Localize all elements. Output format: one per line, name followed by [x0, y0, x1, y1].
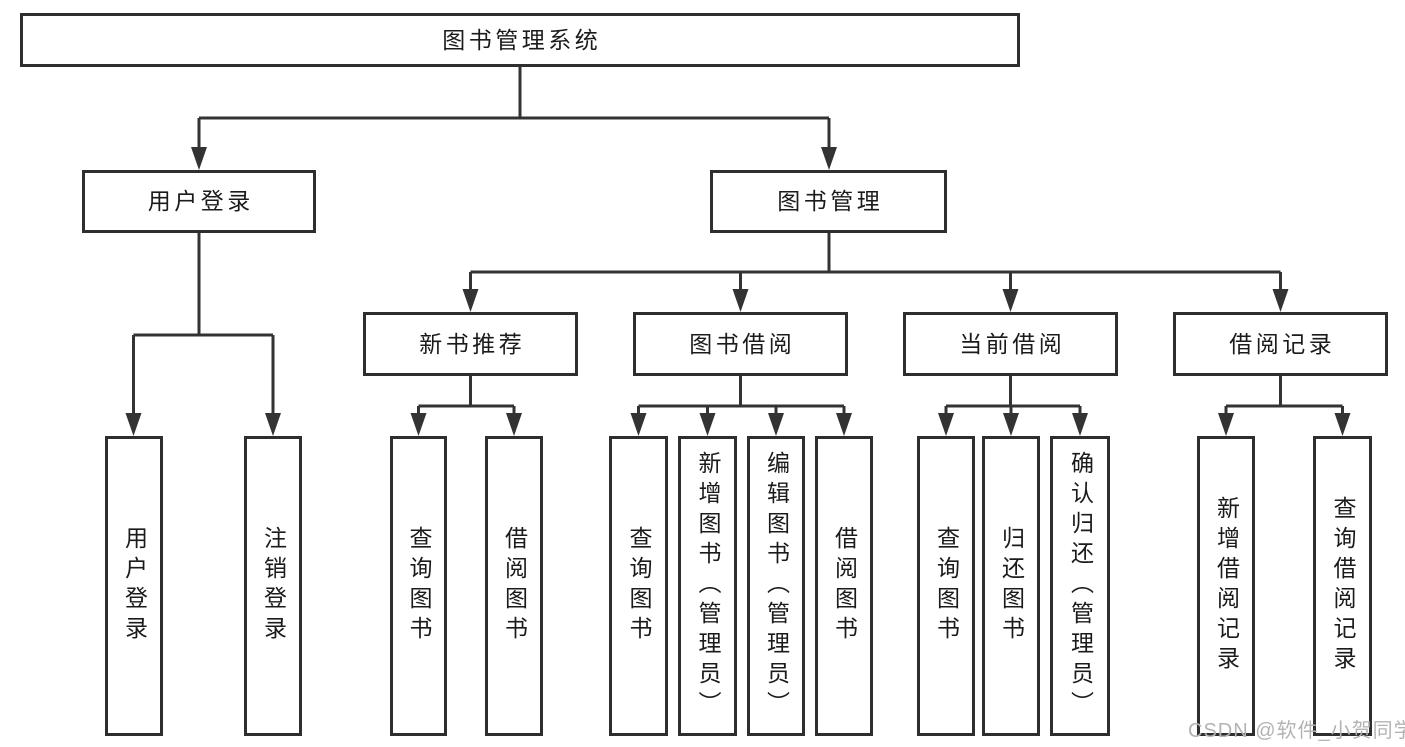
- leaf-current-confirm-return-admin: 确认归还（管理员）: [1050, 436, 1110, 736]
- node-user-login: 用户登录: [82, 170, 316, 233]
- leaf-borrowing-borrow-books: 借阅图书: [815, 436, 873, 736]
- leaf-current-return-books: 归还图书: [982, 436, 1040, 736]
- leaf-borrowing-query-books: 查询图书: [609, 436, 668, 736]
- leaf-records-query-record: 查询借阅记录: [1313, 436, 1372, 736]
- leaf-borrowing-edit-books-admin: 编辑图书（管理员）: [747, 436, 805, 736]
- leaf-recommend-borrow-books: 借阅图书: [485, 436, 543, 736]
- node-new-book-recommend: 新书推荐: [363, 312, 578, 376]
- leaf-current-query-books: 查询图书: [917, 436, 975, 736]
- node-book-borrowing: 图书借阅: [633, 312, 848, 376]
- node-current-borrowing: 当前借阅: [903, 312, 1118, 376]
- leaf-user-login: 用户登录: [105, 436, 163, 736]
- leaf-borrowing-add-books-admin: 新增图书（管理员）: [678, 436, 737, 736]
- watermark: CSDN @软件_小贺同学: [1188, 720, 1405, 742]
- node-borrowing-records: 借阅记录: [1173, 312, 1388, 376]
- leaf-records-add-record: 新增借阅记录: [1197, 436, 1255, 736]
- node-root: 图书管理系统: [20, 13, 1020, 67]
- arrowheads: [125, 147, 1351, 436]
- connector-lines: [132, 67, 1344, 416]
- node-book-management: 图书管理: [710, 170, 947, 233]
- leaf-recommend-query-books: 查询图书: [390, 436, 447, 736]
- leaf-logout: 注销登录: [244, 436, 302, 736]
